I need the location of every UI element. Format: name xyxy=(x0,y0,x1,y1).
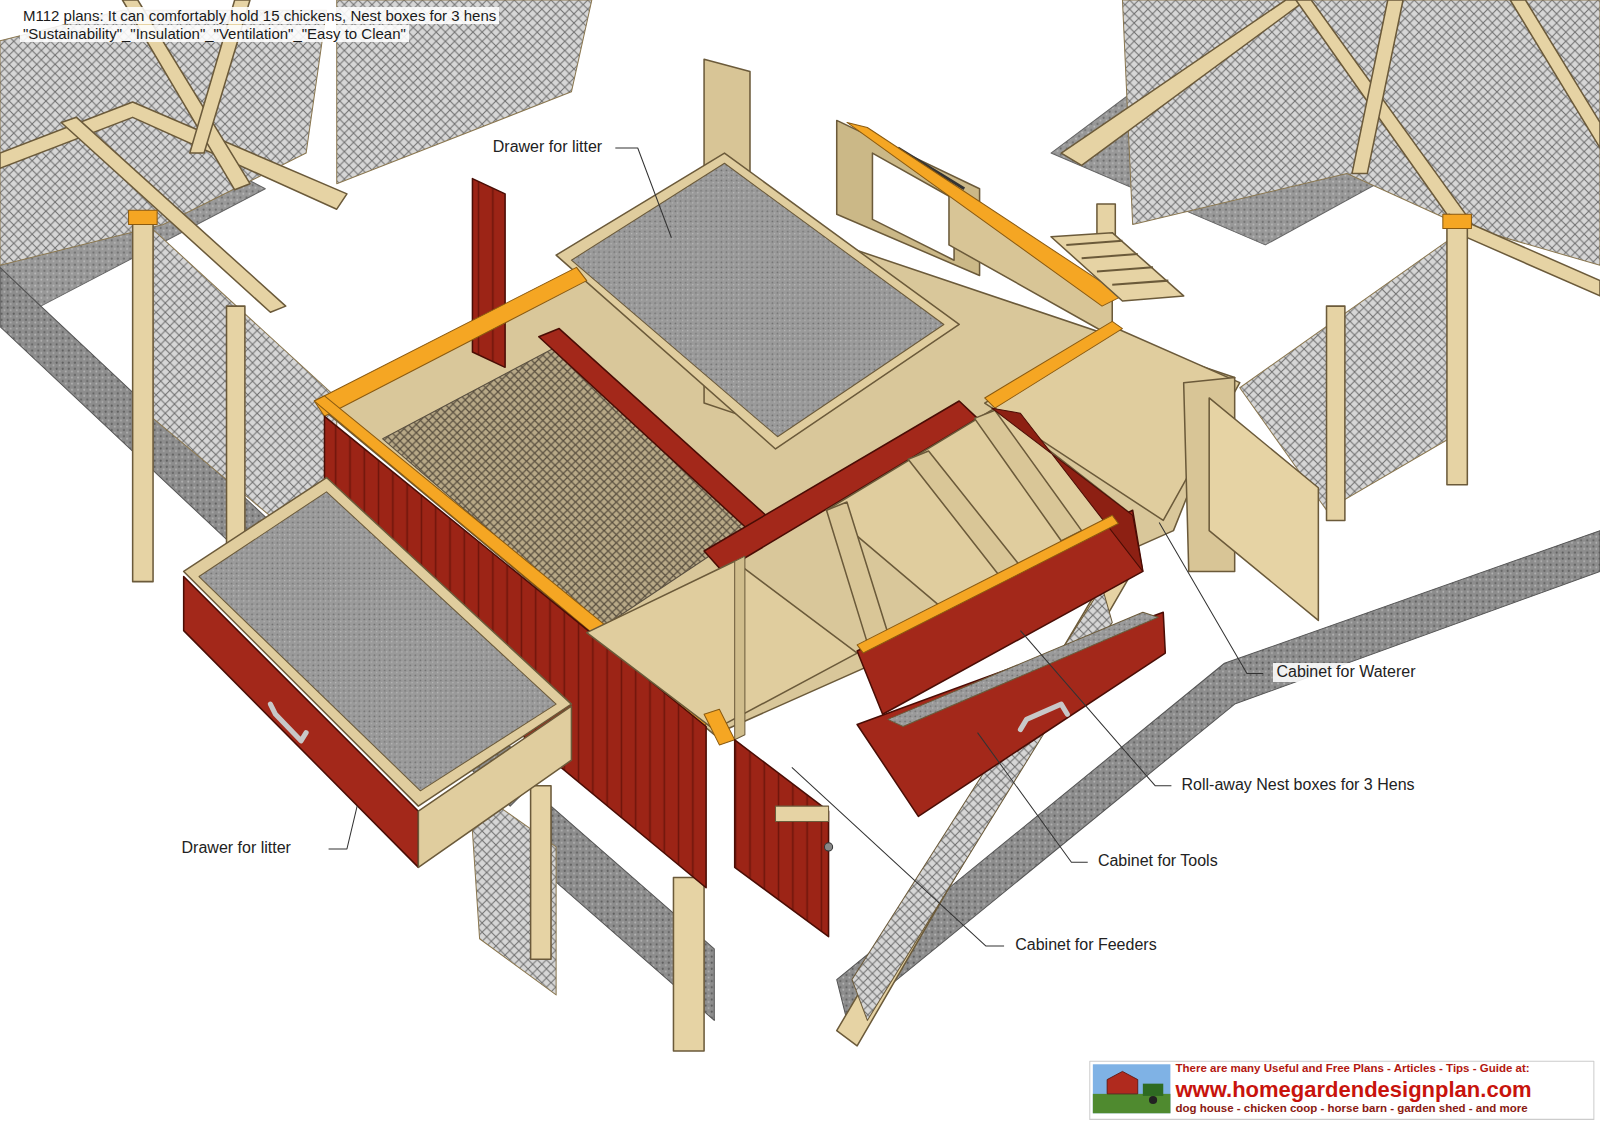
callout-label: Drawer for litter xyxy=(179,839,294,857)
callout-label: Roll-away Nest boxes for 3 Hens xyxy=(1179,776,1418,794)
website-url: www.homegardendesignplan.com xyxy=(1176,1077,1532,1102)
callout-label: Cabinet for Waterer xyxy=(1273,663,1418,681)
callout-label: Cabinet for Feeders xyxy=(1012,936,1159,954)
footer-note: dog house - chicken coop - horse barn - … xyxy=(1176,1102,1528,1115)
callout-label: Drawer for litter xyxy=(490,138,605,156)
callout-label: Cabinet for Tools xyxy=(1095,852,1221,870)
footer-note: There are many Useful and Free Plans - A… xyxy=(1176,1062,1530,1075)
header-note: "Sustainability"_"Insulation"_"Ventilati… xyxy=(20,25,409,42)
header-note: M112 plans: It can comfortably hold 15 c… xyxy=(20,7,499,24)
